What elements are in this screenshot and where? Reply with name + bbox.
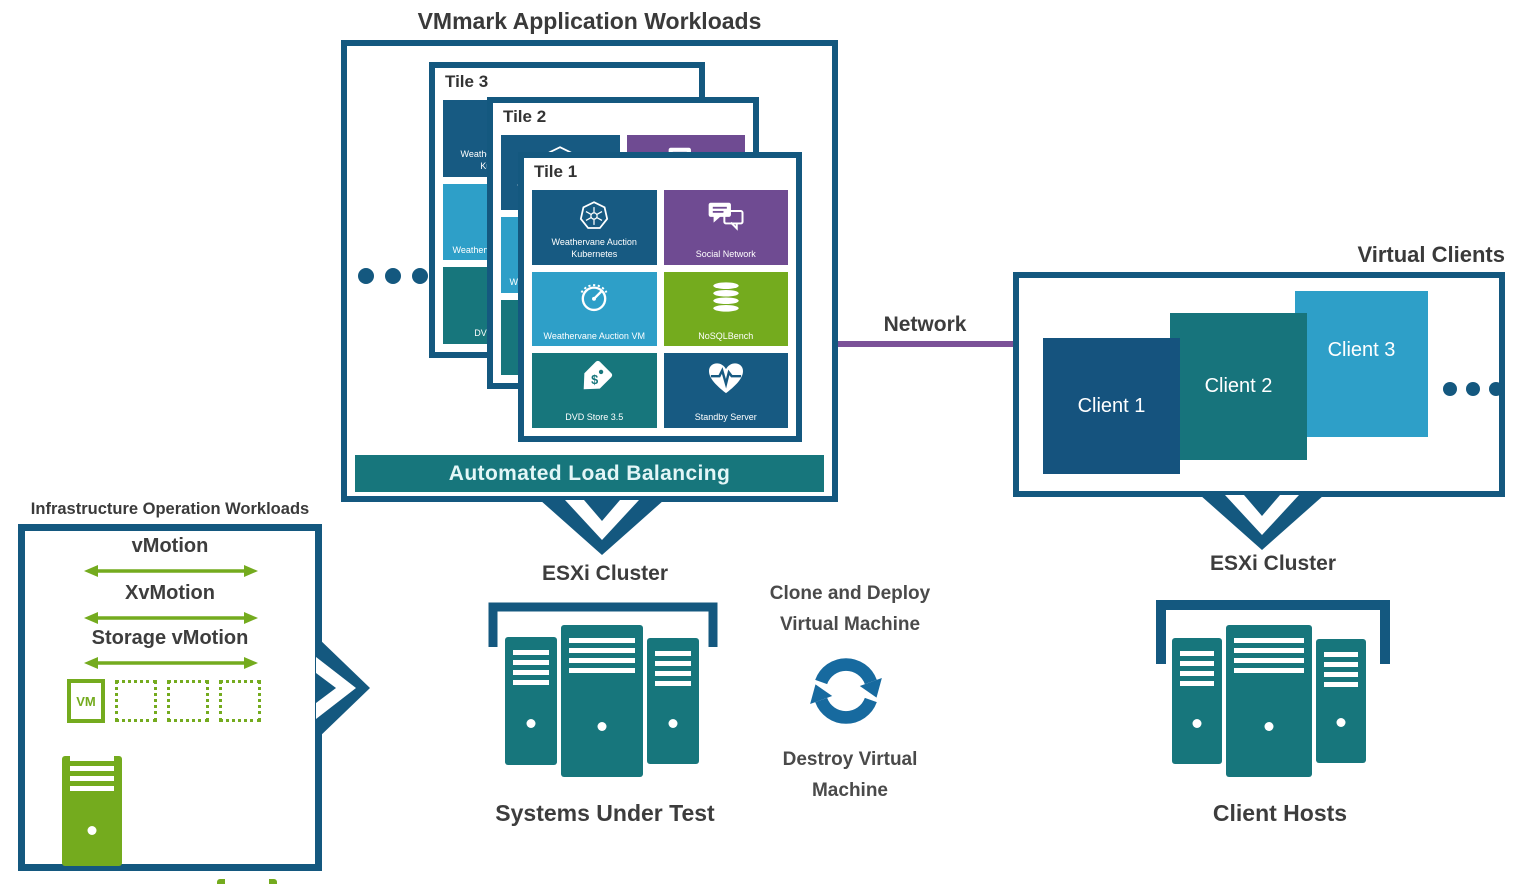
xvmotion-label: XvMotion — [125, 582, 215, 604]
network-label: Network — [883, 313, 967, 336]
workload-tile-label: Weathervane Auction VM — [543, 330, 645, 341]
vmmark-title: VMmark Application Workloads — [417, 8, 762, 34]
infrastructure-box: vMotion XvMotion Storage vMotion VM — [18, 524, 322, 884]
storage-vmotion-label: Storage vMotion — [91, 627, 249, 649]
server-icon — [561, 625, 643, 777]
server-icon — [1172, 638, 1222, 764]
cluster-bracket-icon — [1156, 600, 1390, 664]
virtual-clients-box: Client 3 Client 2 Client 1 — [1013, 272, 1505, 497]
tile-card-label: Tile 3 — [445, 72, 489, 91]
vm-placeholder-icon — [115, 680, 157, 722]
workload-tile-label: Standby Server — [694, 412, 757, 423]
vm-placeholder-icon — [167, 680, 209, 722]
server-icon — [217, 879, 277, 884]
chat-bubbles-icon — [707, 200, 745, 255]
double-arrow-icon — [84, 565, 258, 577]
server-icon — [647, 638, 699, 764]
vm-icon: VM — [67, 679, 105, 723]
client-hosts-caption: Client Hosts — [1212, 800, 1348, 826]
sut-esxi-cluster-label: ESXi Cluster — [541, 562, 669, 585]
price-tag-icon: $ — [574, 359, 614, 422]
infrastructure-title: Infrastructure Operation Workloads — [30, 500, 310, 518]
automated-load-balancing-bar: Automated Load Balancing — [355, 455, 824, 492]
server-icon — [505, 637, 557, 765]
cluster-bracket-icon — [488, 602, 718, 647]
server-icon — [1226, 625, 1312, 777]
workload-tile: $ DVD Store 3.5 — [532, 353, 657, 428]
vm-placeholder-icon — [219, 680, 261, 722]
workload-tile-label: DVD Store 3.5 — [565, 412, 624, 423]
client-1: Client 1 — [1043, 338, 1180, 474]
kubernetes-helm-icon — [578, 200, 610, 255]
workload-tile: Weathervane Auction Kubernetes — [532, 190, 657, 265]
svg-text:$: $ — [591, 372, 598, 387]
workload-tile: NoSQLBench — [663, 271, 788, 347]
workload-tile-label: Weathervane Auction Kubernetes — [551, 237, 637, 259]
workload-tile: Weathervane Auction VM — [532, 271, 657, 347]
double-arrow-icon — [84, 657, 258, 669]
vm-row: VM — [67, 679, 261, 723]
gauge-icon — [577, 280, 611, 337]
arrow-down-icon — [540, 500, 664, 555]
clients-ellipsis-icon — [1443, 382, 1503, 396]
workload-tile: Standby Server — [663, 353, 788, 428]
vmmark-box: Tile 3 Weathervane Auction Kubernetes So… — [341, 40, 838, 502]
client-2: Client 2 — [1170, 313, 1307, 460]
workload-tile: Social Network — [663, 190, 788, 265]
sut-caption: Systems Under Test — [495, 800, 715, 826]
clone-deploy-label: Clone and Deploy Virtual Machine — [769, 583, 931, 635]
client-hosts-esxi-cluster-label: ESXi Cluster — [1209, 552, 1337, 575]
destroy-vm-label: Destroy Virtual Machine — [782, 749, 918, 801]
sut-server-cluster — [505, 622, 699, 780]
arrow-right-icon — [316, 636, 370, 740]
server-icon — [1316, 639, 1366, 763]
double-arrow-icon — [84, 612, 258, 624]
virtual-clients-title: Virtual Clients — [1357, 242, 1505, 267]
workload-tile-label: NoSQLBench — [698, 330, 754, 341]
arrow-down-icon — [1200, 495, 1324, 550]
tile-card-label: Tile 1 — [534, 162, 578, 181]
tile-card-1: Tile 1 Weathervane Auction Kubernetes So… — [518, 152, 802, 442]
cycle-arrows-icon — [810, 658, 882, 724]
tile-card-label: Tile 2 — [503, 107, 547, 126]
workload-tile-label: Social Network — [695, 248, 756, 259]
heart-pulse-icon — [707, 362, 745, 419]
client-hosts-server-cluster — [1172, 622, 1366, 780]
server-icon — [62, 756, 122, 866]
vmotion-label: vMotion — [131, 535, 209, 557]
database-icon — [709, 281, 743, 336]
client-3: Client 3 — [1295, 291, 1428, 437]
tiles-ellipsis-icon — [358, 268, 428, 284]
network-line — [838, 341, 1013, 347]
